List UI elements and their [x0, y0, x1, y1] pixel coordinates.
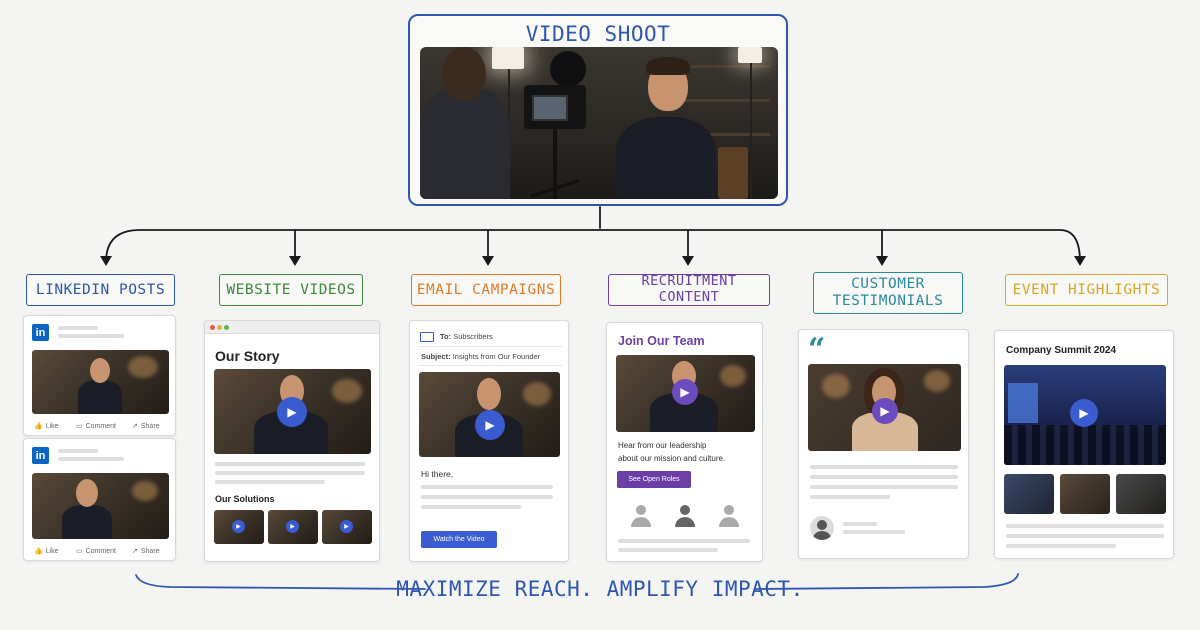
- play-button-icon[interactable]: ▶: [340, 520, 353, 533]
- recruitment-text-line-2: about our mission and culture.: [618, 454, 726, 463]
- event-gallery-thumbnail[interactable]: [1004, 474, 1054, 514]
- thumbs-up-icon: 👍: [34, 548, 43, 555]
- like-action[interactable]: 👍Like: [34, 422, 59, 431]
- play-button-icon[interactable]: ▶: [277, 397, 307, 427]
- share-action[interactable]: ↗Share: [132, 547, 160, 556]
- play-button-icon[interactable]: ▶: [872, 398, 898, 424]
- event-gallery-thumbnail[interactable]: [1116, 474, 1166, 514]
- close-dot-icon[interactable]: [210, 325, 215, 330]
- testimonial-card: “ ▶: [798, 329, 969, 559]
- play-button-icon[interactable]: ▶: [286, 520, 299, 533]
- solution-thumbnail[interactable]: ▶: [214, 510, 264, 544]
- recruitment-card: Join Our Team ▶ Hear from our leadership…: [606, 322, 763, 562]
- thumbs-up-icon: 👍: [34, 423, 43, 430]
- to-label: To:: [440, 332, 452, 341]
- team-avatar-icon: [631, 505, 651, 529]
- user-avatar-icon: [810, 516, 834, 540]
- label-website-videos: WEBSITE VIDEOS: [219, 274, 363, 306]
- email-card: To: Subscribers Subject: Insights from O…: [409, 320, 569, 562]
- testimonial-video-thumbnail[interactable]: ▶: [808, 364, 961, 451]
- linkedin-post-card-2: in 👍Like ▭Comment ↗Share: [23, 438, 176, 561]
- comment-action[interactable]: ▭Comment: [76, 422, 116, 431]
- email-video-thumbnail[interactable]: ▶: [419, 372, 560, 457]
- mail-icon: [420, 332, 434, 342]
- play-button-icon[interactable]: ▶: [232, 520, 245, 533]
- linkedin-logo-icon: in: [32, 447, 49, 464]
- minimize-dot-icon[interactable]: [217, 325, 222, 330]
- linkedin-video-thumbnail[interactable]: [32, 350, 169, 414]
- team-avatar-icon: [675, 505, 695, 529]
- event-heading: Company Summit 2024: [1006, 345, 1117, 356]
- share-action[interactable]: ↗Share: [132, 422, 160, 431]
- play-button-icon[interactable]: ▶: [475, 410, 505, 440]
- to-value: Subscribers: [453, 332, 493, 341]
- recruitment-text-line-1: Hear from our leadership: [618, 441, 707, 450]
- page-heading: Our Story: [215, 348, 280, 364]
- linkedin-video-thumbnail[interactable]: [32, 473, 169, 539]
- label-recruitment-content: RECRUITMENT CONTENT: [608, 274, 770, 306]
- event-video-thumbnail[interactable]: ▶: [1004, 365, 1166, 465]
- label-linkedin-posts: LINKEDIN POSTS: [26, 274, 175, 306]
- label-customer-testimonials: CUSTOMER TESTIMONIALS: [813, 272, 963, 314]
- email-greeting: Hi there,: [421, 469, 454, 479]
- studio-photo: [420, 47, 778, 199]
- event-card: Company Summit 2024 ▶: [994, 330, 1174, 559]
- solution-thumbnail[interactable]: ▶: [322, 510, 372, 544]
- video-shoot-box: VIDEO SHOOT: [408, 14, 788, 206]
- website-video-thumbnail[interactable]: ▶: [214, 369, 371, 454]
- play-button-icon[interactable]: ▶: [672, 379, 698, 405]
- solution-thumbnail[interactable]: ▶: [268, 510, 318, 544]
- event-gallery-thumbnail[interactable]: [1060, 474, 1110, 514]
- comment-icon: ▭: [76, 548, 83, 555]
- like-action[interactable]: 👍Like: [34, 547, 59, 556]
- comment-icon: ▭: [76, 423, 83, 430]
- section-heading: Our Solutions: [215, 494, 275, 504]
- recruitment-heading: Join Our Team: [618, 334, 705, 348]
- watch-video-button[interactable]: Watch the Video: [421, 531, 497, 548]
- recruitment-video-thumbnail[interactable]: ▶: [616, 355, 755, 432]
- website-card: Our Story ▶ Our Solutions ▶ ▶ ▶: [204, 320, 380, 562]
- play-button-icon[interactable]: ▶: [1070, 399, 1098, 427]
- browser-bar: [205, 321, 379, 334]
- subject-label: Subject:: [421, 352, 451, 361]
- linkedin-logo-icon: in: [32, 324, 49, 341]
- quote-mark-icon: “: [808, 332, 826, 367]
- team-avatar-icon: [719, 505, 739, 529]
- linkedin-post-card-1: in 👍Like ▭Comment ↗Share: [23, 315, 176, 436]
- label-event-highlights: EVENT HIGHLIGHTS: [1005, 274, 1168, 306]
- maximize-dot-icon[interactable]: [224, 325, 229, 330]
- subject-value: Insights from Our Founder: [452, 352, 541, 361]
- share-icon: ↗: [132, 423, 138, 430]
- share-icon: ↗: [132, 548, 138, 555]
- label-email-campaigns: EMAIL CAMPAIGNS: [411, 274, 561, 306]
- tagline: MAXIMIZE REACH. AMPLIFY IMPACT.: [396, 577, 804, 601]
- comment-action[interactable]: ▭Comment: [76, 547, 116, 556]
- video-shoot-title: VIDEO SHOOT: [525, 22, 671, 46]
- see-open-roles-button[interactable]: See Open Roles: [617, 471, 691, 488]
